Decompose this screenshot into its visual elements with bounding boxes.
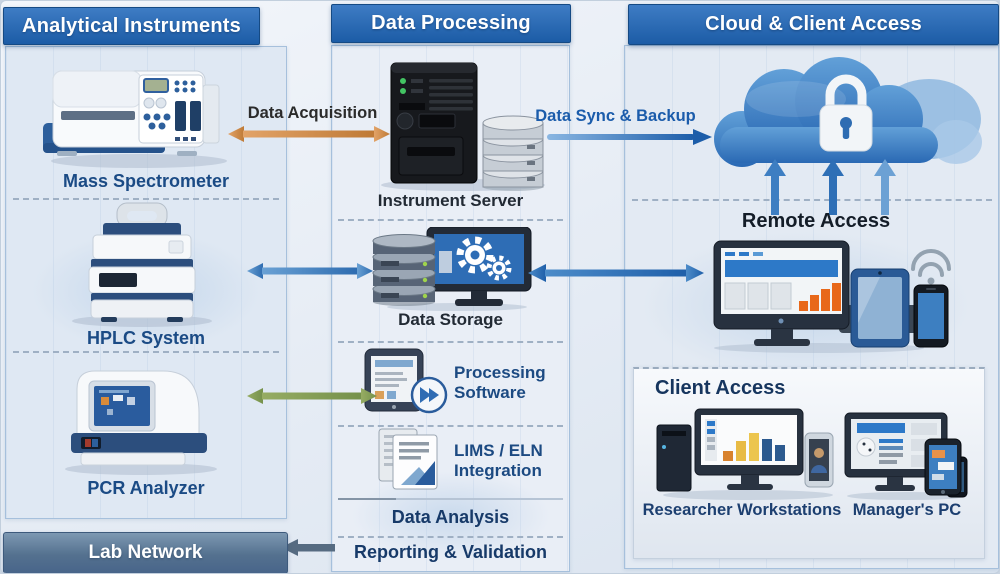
separator [338, 341, 563, 343]
column-title: Analytical Instruments [22, 14, 241, 37]
separator [338, 498, 563, 500]
separator [338, 425, 563, 427]
lab-network-label: Lab Network [88, 542, 203, 563]
data-acquisition-label: Data Acquisition [247, 104, 378, 122]
managers-pc-label: Manager's PC [852, 501, 962, 519]
column-header-cloud-client-access: Cloud & Client Access [628, 4, 999, 45]
instrument-server-label: Instrument Server [377, 191, 524, 210]
researcher-workstations-label: Researcher Workstations [642, 501, 842, 519]
data-analysis-label: Data Analysis [391, 507, 510, 527]
reporting-validation-label: Reporting & Validation [353, 542, 547, 562]
pcr-analyzer-label: PCR Analyzer [87, 478, 205, 498]
hplc-system-icon [72, 202, 212, 327]
lab-network-arrow [281, 539, 335, 556]
mass-spectrometer-label: Mass Spectrometer [62, 171, 230, 191]
lims-eln-label: LIMS / ELN Integration [454, 441, 543, 481]
lims-eln-icon [378, 428, 438, 490]
separator [338, 498, 396, 500]
pcr-analyzer-icon [65, 370, 217, 475]
data-acquisition-arrow [228, 126, 390, 142]
column-title: Cloud & Client Access [705, 13, 922, 35]
remote-access-arrows [764, 159, 896, 215]
secure-cloud-icon [714, 57, 982, 167]
hplc-system-label: HPLC System [86, 328, 206, 348]
mass-spectrometer-icon [43, 70, 227, 168]
lab-network-bar: Lab Network [3, 532, 288, 573]
researcher-workstations-icon [656, 408, 834, 500]
data-storage-icon [372, 227, 532, 311]
instrument-server-icon [381, 62, 545, 191]
remote-devices-icon [713, 240, 951, 353]
background-cloud-shape [351, 471, 551, 561]
data-storage-label: Data Storage [398, 310, 503, 329]
separator [13, 198, 279, 200]
separator [13, 351, 279, 353]
processing-software-icon [364, 348, 448, 414]
data-sync-backup-label: Data Sync & Backup [535, 107, 696, 125]
separator [338, 219, 563, 221]
processing-software-label: Processing Software [454, 363, 546, 403]
storage-clients-arrow [528, 264, 704, 282]
remote-access-label: Remote Access [741, 210, 891, 232]
column-header-analytical-instruments: Analytical Instruments [3, 7, 260, 45]
managers-pc-icon [844, 412, 968, 500]
separator [632, 199, 992, 201]
client-access-title: Client Access [655, 377, 786, 399]
data-sync-arrow [547, 129, 712, 145]
column-title: Data Processing [371, 12, 531, 34]
separator [338, 536, 563, 538]
hplc-storage-arrow [247, 263, 373, 279]
pcr-software-arrow [247, 388, 377, 404]
column-header-data-processing: Data Processing [331, 4, 571, 43]
